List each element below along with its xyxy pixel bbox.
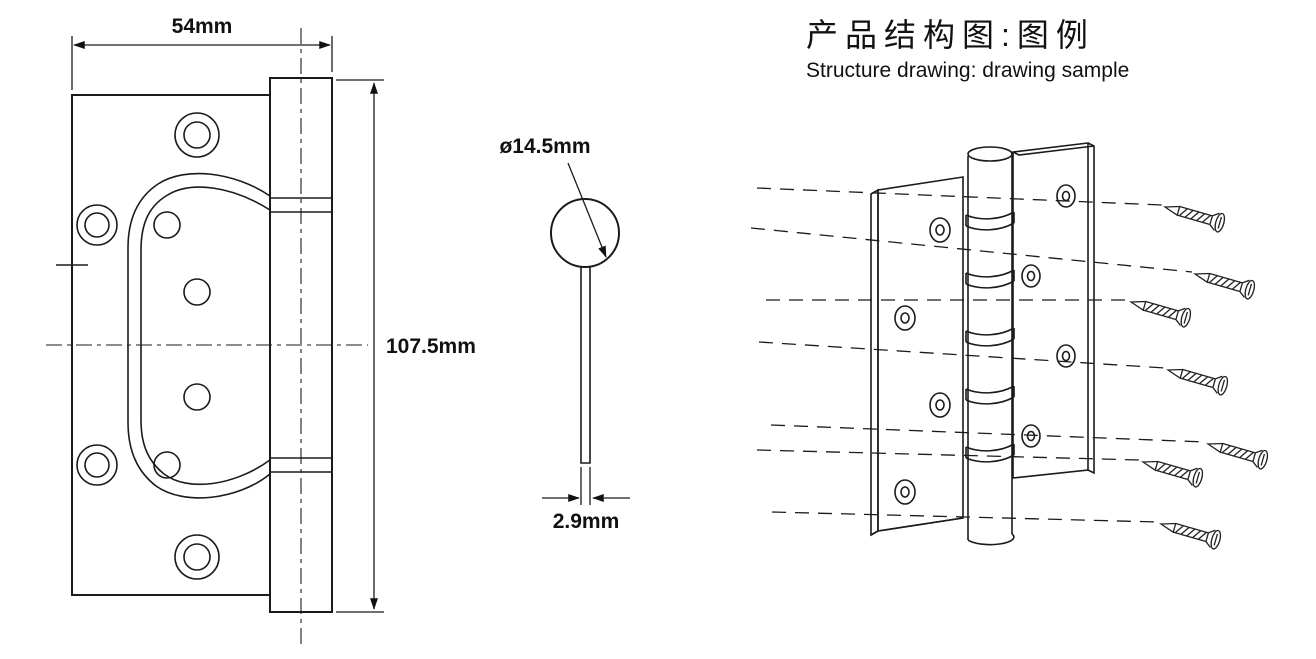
height-dimension-label: 107.5mm bbox=[386, 335, 476, 358]
screw-icon bbox=[1139, 452, 1205, 489]
hinge-3d-right-leaf bbox=[1012, 142, 1095, 479]
sample-title-cn: 产品结构图:图例 bbox=[806, 17, 1095, 53]
hinge-leaf-outline bbox=[71, 94, 270, 596]
hinge-3d-left-leaf bbox=[870, 176, 964, 537]
thickness-dimension-label: 2.9mm bbox=[553, 510, 620, 533]
hinge-3d-barrel bbox=[965, 146, 1015, 546]
hinge-side-view: ø14.5mm 2.9mm bbox=[499, 135, 630, 533]
wire-leaf-inner-edge bbox=[140, 186, 271, 486]
height-dimension: 107.5mm bbox=[336, 79, 476, 613]
hinge-3d bbox=[870, 142, 1095, 546]
knuckle-rings bbox=[965, 211, 1015, 463]
width-dimension: 54mm bbox=[71, 15, 333, 90]
screw-icon bbox=[1204, 434, 1270, 471]
screw-icon bbox=[1127, 292, 1193, 329]
screws bbox=[1127, 197, 1270, 551]
thickness-dimension: 2.9mm bbox=[542, 467, 630, 533]
screw-icon bbox=[1191, 264, 1257, 301]
screw-icon bbox=[1157, 514, 1223, 551]
structure-sample-view: 产品结构图:图例 Structure drawing: drawing samp… bbox=[750, 17, 1270, 551]
sample-subtitle-en: Structure drawing: drawing sample bbox=[806, 59, 1129, 82]
screw-icon bbox=[1161, 197, 1227, 234]
hinge-knuckle-strip bbox=[269, 77, 333, 613]
wire-leaf-outer-edge bbox=[127, 172, 271, 499]
knuckle-section-circle bbox=[550, 198, 620, 268]
diameter-leader-line bbox=[567, 162, 607, 258]
screw-holes bbox=[76, 112, 220, 580]
screw-icon bbox=[1164, 360, 1230, 397]
guide-lines bbox=[750, 187, 1206, 523]
hinge-3d-holes bbox=[894, 184, 1076, 505]
width-dimension-label: 54mm bbox=[172, 15, 233, 38]
hinge-front-view: 54mm 107.5mm bbox=[46, 15, 476, 648]
leaf-thickness-profile bbox=[580, 266, 591, 464]
diameter-dimension-label: ø14.5mm bbox=[499, 135, 590, 158]
knuckle-joint-lines bbox=[270, 197, 332, 473]
